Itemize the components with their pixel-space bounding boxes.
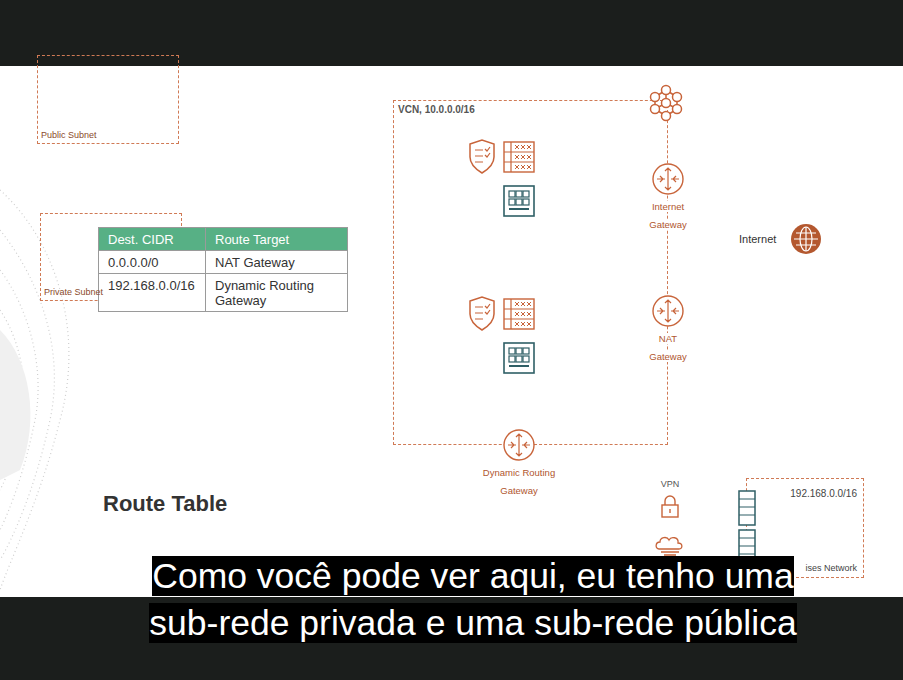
vpn-label: VPN	[661, 479, 680, 489]
vcn-icon	[651, 86, 682, 121]
table-cell: 0.0.0.0/0	[99, 251, 205, 273]
table-cell-text: 192.168.0.0/16	[108, 278, 195, 293]
region-label: 192.168.0.0/16	[790, 488, 857, 500]
region-label: ises Network	[805, 563, 857, 574]
decor-swirl	[0, 190, 69, 590]
table-header-cell: Dest. CIDR	[99, 228, 205, 250]
route-table-icon	[504, 299, 534, 329]
subtitle-box: Como você pode ver aqui, eu tenho uma su…	[133, 556, 813, 650]
globe-icon	[791, 224, 821, 254]
instance-icon	[504, 343, 534, 373]
server-icon	[739, 491, 755, 525]
table-cell-text: NAT Gateway	[215, 255, 295, 270]
route-table: Dest. CIDR Route Target 0.0.0.0/0 NAT Gatew…	[98, 227, 348, 312]
drg-icon	[504, 430, 534, 460]
decor-blob	[0, 330, 30, 480]
security-list-icon	[470, 140, 494, 173]
subtitle: Como você pode ver aqui, eu tenho uma su…	[149, 556, 796, 643]
gateway-label: Dynamic Routing Gateway	[483, 467, 555, 496]
internet-gateway-icon	[653, 164, 683, 194]
fastconnect-icon	[656, 538, 682, 555]
region-label: Public Subnet	[41, 130, 97, 141]
lock-icon	[662, 496, 678, 517]
table-cell: Dynamic Routing Gateway	[206, 274, 347, 311]
table-cell-text: Dest. CIDR	[108, 232, 174, 247]
table-cell: 192.168.0.0/16	[99, 274, 205, 311]
bottom-bar	[0, 597, 903, 680]
gateway-label: Internet Gateway	[649, 201, 687, 230]
region-label: VCN, 10.0.0.0/16	[398, 104, 475, 116]
slide-label: Route Table	[103, 491, 227, 516]
nat-gateway-icon	[653, 296, 683, 326]
on-premises-network: 192.168.0.0/16 ises Network	[746, 478, 864, 578]
gateway-label: NAT Gateway	[649, 333, 687, 362]
security-list-icon	[470, 297, 494, 330]
region-label: Private Subnet	[44, 287, 103, 298]
title-label: Route Table	[103, 491, 227, 517]
table-cell-text: Route Target	[215, 232, 289, 247]
top-bar	[0, 0, 903, 66]
table-header-cell: Route Target	[206, 228, 347, 250]
public-subnet: Public Subnet	[37, 55, 179, 144]
internet-label: Internet	[739, 233, 776, 245]
route-table-icon	[504, 142, 534, 172]
instance-icon	[504, 186, 534, 216]
table-cell-text: 0.0.0.0/0	[108, 255, 159, 270]
server-icon	[739, 530, 755, 564]
table-cell: NAT Gateway	[206, 251, 347, 273]
table-cell-text: Dynamic Routing Gateway	[215, 278, 314, 308]
